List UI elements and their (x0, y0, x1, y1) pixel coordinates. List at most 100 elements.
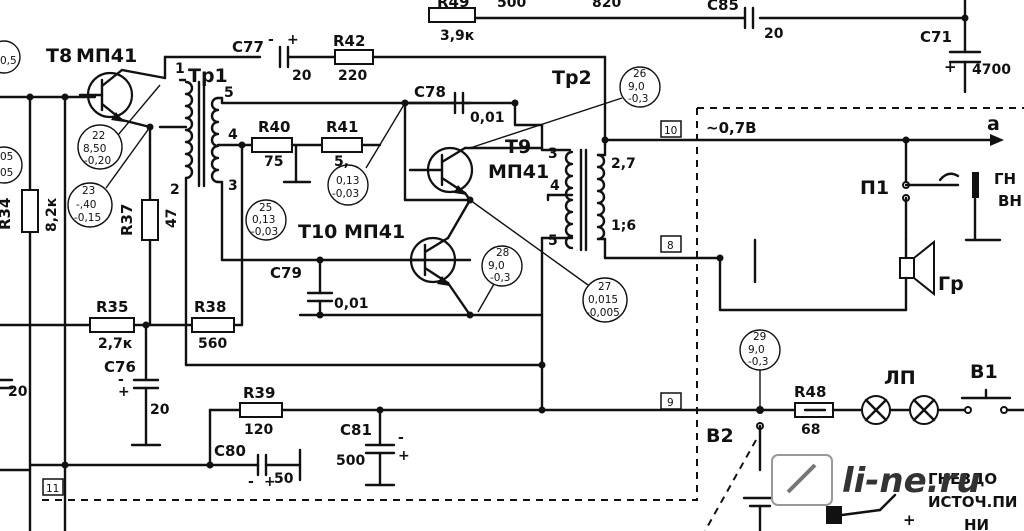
svg-text:-0,15: -0,15 (74, 212, 101, 224)
r49: R49 3,9к 500 820 (428, 0, 621, 44)
left-rails (0, 95, 97, 531)
svg-text:4: 4 (228, 127, 238, 143)
r38-ref: R38 (194, 298, 226, 316)
c85: C85 20 (707, 0, 784, 42)
p1-label: П1 (860, 177, 889, 199)
r42: R42 220 (333, 32, 607, 147)
svg-text:ИСТОЧ.ПИ: ИСТОЧ.ПИ (928, 493, 1017, 511)
svg-text:-0,03: -0,03 (332, 188, 359, 200)
c-left: 20 (0, 378, 28, 400)
svg-text:28: 28 (496, 247, 509, 259)
vp-mid: 0,13 -0,03 (327, 102, 406, 206)
c85-value: 20 (764, 26, 784, 42)
svg-text:05: 05 (0, 167, 13, 179)
svg-text:27: 27 (598, 281, 611, 293)
svg-text:3: 3 (548, 146, 558, 162)
svg-text:05: 05 (0, 151, 13, 163)
svg-text:-0,3: -0,3 (748, 356, 769, 368)
c77: C77 20 - + (232, 32, 337, 84)
svg-text:11: 11 (46, 483, 59, 495)
svg-text:-0,3: -0,3 (490, 272, 511, 284)
svg-text:-: - (248, 474, 254, 490)
node-11: 11 (42, 478, 64, 496)
switch-b1: В1 (960, 361, 1024, 414)
c81-ref: C81 (340, 421, 372, 439)
r34: R34 8,2к (0, 189, 60, 233)
svg-text:0,13: 0,13 (336, 175, 359, 187)
t8-ref: T8 (46, 45, 72, 67)
t9-ref: T9 (505, 136, 531, 158)
svg-text:-0,03: -0,03 (251, 226, 278, 238)
c76: C76 20 - + (104, 323, 170, 447)
c71-value: 4700 (972, 62, 1011, 78)
svg-text:+: + (903, 511, 916, 529)
node-8: 8 (660, 235, 682, 253)
c80: C80 50 - + (28, 442, 302, 490)
r49-value: 3,9к (440, 28, 475, 44)
r41-value: 5, (334, 154, 349, 170)
c78-ref: C78 (414, 83, 446, 101)
vp-28: 28 9,0 -0,3 (477, 245, 523, 313)
svg-text:+: + (118, 384, 130, 400)
c85-ref: C85 (707, 0, 739, 14)
svg-text:-0,3: -0,3 (628, 93, 649, 105)
c76-value: 20 (150, 402, 170, 418)
svg-text:ВН: ВН (998, 192, 1022, 210)
r38: R38 560 (191, 143, 244, 352)
svg-text:10: 10 (664, 125, 677, 137)
r37-value: 47 (164, 209, 180, 228)
svg-text:26: 26 (633, 68, 647, 80)
svg-text:-: - (398, 430, 404, 446)
svg-text:2,7: 2,7 (611, 156, 636, 172)
c78: C78 0,01 (403, 83, 544, 202)
c71-plus: + (944, 58, 957, 76)
c79-ref: C79 (270, 264, 302, 282)
tr1-ref: Тр1 (188, 65, 228, 87)
svg-text:0,13: 0,13 (252, 214, 275, 226)
r49-ref: R49 (437, 0, 469, 11)
svg-text:НИ: НИ (964, 516, 989, 531)
svg-text:ГН: ГН (994, 170, 1016, 188)
output-line: ~0,7В a (603, 113, 1004, 146)
r34-ref: R34 (0, 198, 14, 230)
vp-27: 27 0,015 -0,005 (469, 199, 628, 323)
transformer-tr1: Тр1 1 5 4 3 2 (158, 55, 544, 367)
vp-23: 23 -,40 -0,15 (67, 126, 151, 228)
watermark: li-ne.ru (771, 454, 981, 506)
transistor-t8: T8 МП41 (46, 45, 167, 129)
svg-text:+: + (287, 32, 299, 48)
vp-25: 25 0,13 -0,03 (245, 199, 287, 241)
r40-value: 75 (264, 154, 283, 170)
c77-value: 20 (292, 68, 312, 84)
r35: R35 2,7к (89, 298, 194, 352)
b1-label: В1 (970, 361, 998, 383)
svg-text:+: + (264, 474, 276, 490)
lamp-lp: ЛП (861, 367, 967, 425)
svg-text:8,50: 8,50 (83, 143, 106, 155)
r41-ref: R41 (326, 118, 358, 136)
junction-dots (26, 14, 969, 469)
tr2-ref: Тр2 (552, 67, 592, 89)
c78-value: 0,01 (470, 110, 505, 126)
c81-value: 500 (336, 453, 365, 469)
svg-text:ГНЕЗДО: ГНЕЗДО (928, 470, 997, 488)
switch-b2: В2 (704, 406, 764, 531)
output-terminal: a (987, 113, 1000, 135)
transistor-t9: T9 МП41 (408, 136, 549, 202)
speaker: Гр (718, 238, 964, 312)
svg-text:0,5: 0,5 (0, 55, 17, 67)
transformer-tr2: Тр2 3 4 5 2,7 1;6 (540, 67, 722, 412)
r49-right-partial: 820 (592, 0, 621, 11)
svg-text:5: 5 (224, 85, 234, 101)
vp-21: 0,5 (0, 40, 21, 74)
r48: R48 68 (758, 383, 864, 438)
r40-ref: R40 (258, 118, 290, 136)
r49-left-partial: 500 (497, 0, 526, 11)
svg-text:-0,005: -0,005 (586, 307, 620, 319)
svg-text:22: 22 (92, 130, 105, 142)
speaker-label: Гр (938, 273, 964, 295)
r35-value: 2,7к (98, 336, 133, 352)
r48-ref: R48 (794, 383, 826, 401)
r40: R40 75 (251, 118, 324, 184)
